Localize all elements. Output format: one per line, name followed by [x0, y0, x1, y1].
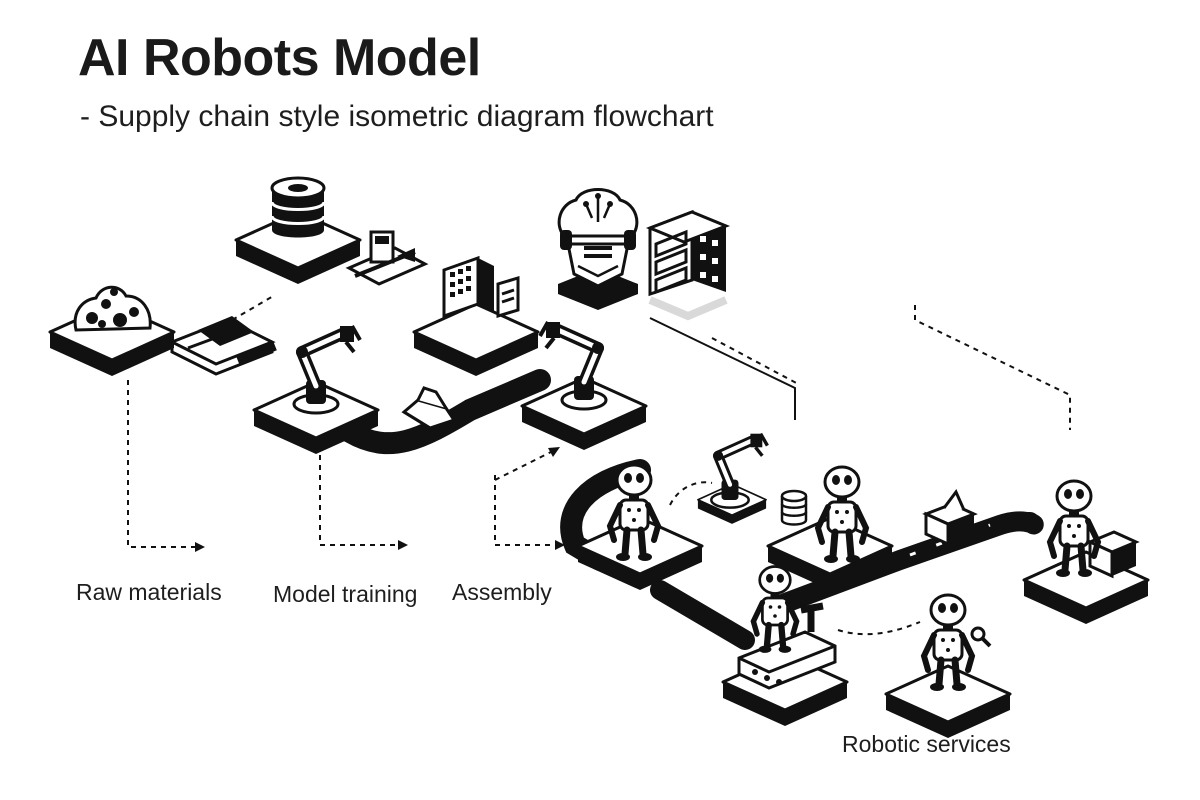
- diagram-subtitle: - Supply chain style isometric diagram f…: [80, 100, 714, 133]
- node-ai-model: [557, 188, 639, 310]
- connector-line: [649, 317, 796, 420]
- package-icon: [401, 386, 457, 430]
- connector-line: [494, 475, 555, 546]
- connector-line: [494, 449, 556, 481]
- conveyor-icon: [345, 230, 429, 286]
- stage-label-raw-materials: Raw materials: [76, 579, 222, 605]
- ore-pile-icon: [73, 285, 152, 332]
- server-rack-icon: [442, 255, 520, 319]
- connector-line: [914, 305, 1071, 430]
- package-icon: [922, 489, 978, 547]
- ai-brain-head-icon: [557, 188, 639, 288]
- stage-label-assembly: Assembly: [452, 579, 552, 605]
- node-service-cart: [721, 567, 849, 728]
- diagram-title: AI Robots Model: [78, 29, 481, 87]
- connector-line: [127, 380, 195, 548]
- server-rack-icon: [645, 209, 731, 321]
- node-data-storage: [234, 176, 362, 286]
- stage-label-model-training: Model training: [273, 581, 417, 607]
- database-icon: [780, 489, 808, 526]
- node-testing-robot: [766, 467, 894, 592]
- conveyor-belt: [339, 369, 551, 455]
- wrench-icon: [970, 626, 992, 648]
- conveyor-belt: [650, 511, 1044, 650]
- node-service-robot: [884, 595, 1012, 740]
- connector-line: [837, 621, 921, 636]
- stage-label-robotic-services: Robotic services: [842, 731, 1011, 757]
- database-icon: [270, 176, 326, 238]
- connector-line: [319, 455, 398, 546]
- node-compute-lab: [412, 255, 540, 378]
- node-raw-materials: [48, 285, 176, 378]
- conveyor-icon: [168, 316, 277, 376]
- connector-line: [711, 337, 801, 386]
- node-delivery-robot: [1022, 481, 1150, 626]
